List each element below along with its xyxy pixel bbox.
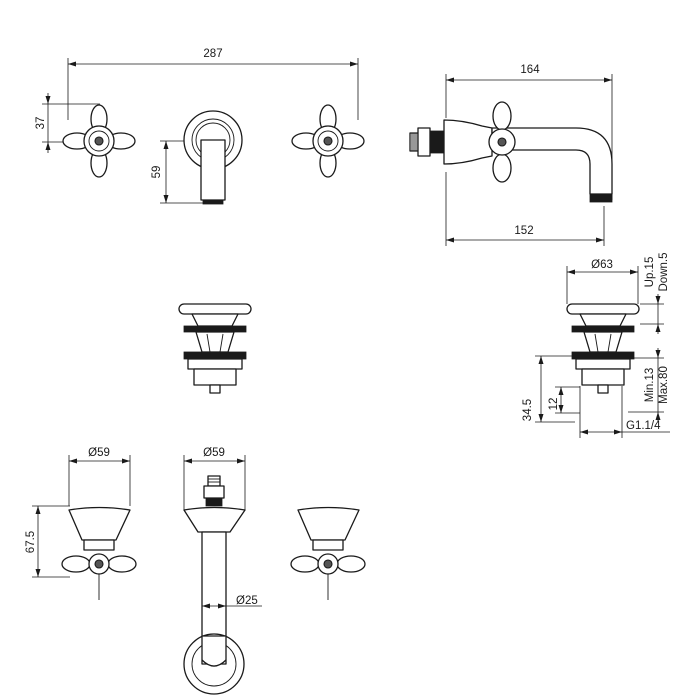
dim-waste-thread: G1.1/4 [579,386,670,438]
bottom-right-valve [290,506,366,600]
dim-bottom-handle-diameter-label: Ø59 [88,447,110,459]
dim-bottom-handle-diameter: Ø59 [68,447,131,506]
waste-side: Ø63 Up.15 Down.5 Min.13 Max.80 [522,253,670,438]
dim-spout-drop-label: 59 [151,166,163,179]
side-escutcheon [443,119,493,165]
dim-top-width: 287 [67,48,359,120]
dim-waste-max-label: Max.80 [658,366,670,404]
dim-side-spout: 152 [445,172,605,246]
dim-side-projection-label: 164 [520,64,540,76]
dim-waste-diameter: Ø63 [566,259,639,304]
dim-waste-height: 34.5 [522,355,575,423]
dim-bottom-spout-diameter: Ø59 [183,447,246,510]
dim-waste-thread-label: G1.1/4 [626,420,661,432]
dim-waste-up-label: Up.15 [644,257,656,288]
front-spout [183,110,243,205]
dim-bottom-spout-diameter-label: Ø59 [203,447,225,459]
right-cross-handle [291,104,365,178]
side-handle [488,101,516,183]
waste-front [178,303,252,394]
dim-waste-height-label: 34.5 [522,399,534,421]
side-view: 164 152 [409,64,613,246]
dim-bottom-handle-height-label: 67.5 [25,531,37,553]
side-spout-aerator [589,193,613,203]
dim-waste-diameter-label: Ø63 [591,259,613,271]
dim-waste-small-label: 12 [548,398,560,411]
dim-bottom-handle-height: 67.5 [25,505,70,578]
dim-side-projection: 164 [445,64,613,200]
dim-waste-small: 12 [548,386,580,414]
dim-waste-travel: Up.15 Down.5 [640,253,670,334]
front-view: 287 37 59 [35,48,365,205]
dim-handle-height-label: 37 [35,117,47,130]
dim-waste-down-label: Down.5 [658,253,670,292]
bottom-spout: Ø59 Ø25 [183,447,262,695]
dim-bottom-pipe-diameter-label: Ø25 [236,595,258,607]
dim-bottom-pipe-diameter: Ø25 [202,595,262,609]
dim-side-spout-label: 152 [514,225,533,237]
bottom-left-valve: Ø59 67.5 [25,447,137,600]
dim-waste-min-label: Min.13 [644,368,656,403]
left-cross-handle [62,104,136,178]
side-connector [409,127,445,157]
dim-waste-clamp: Min.13 Max.80 [628,348,670,422]
dim-top-width-label: 287 [203,48,222,60]
